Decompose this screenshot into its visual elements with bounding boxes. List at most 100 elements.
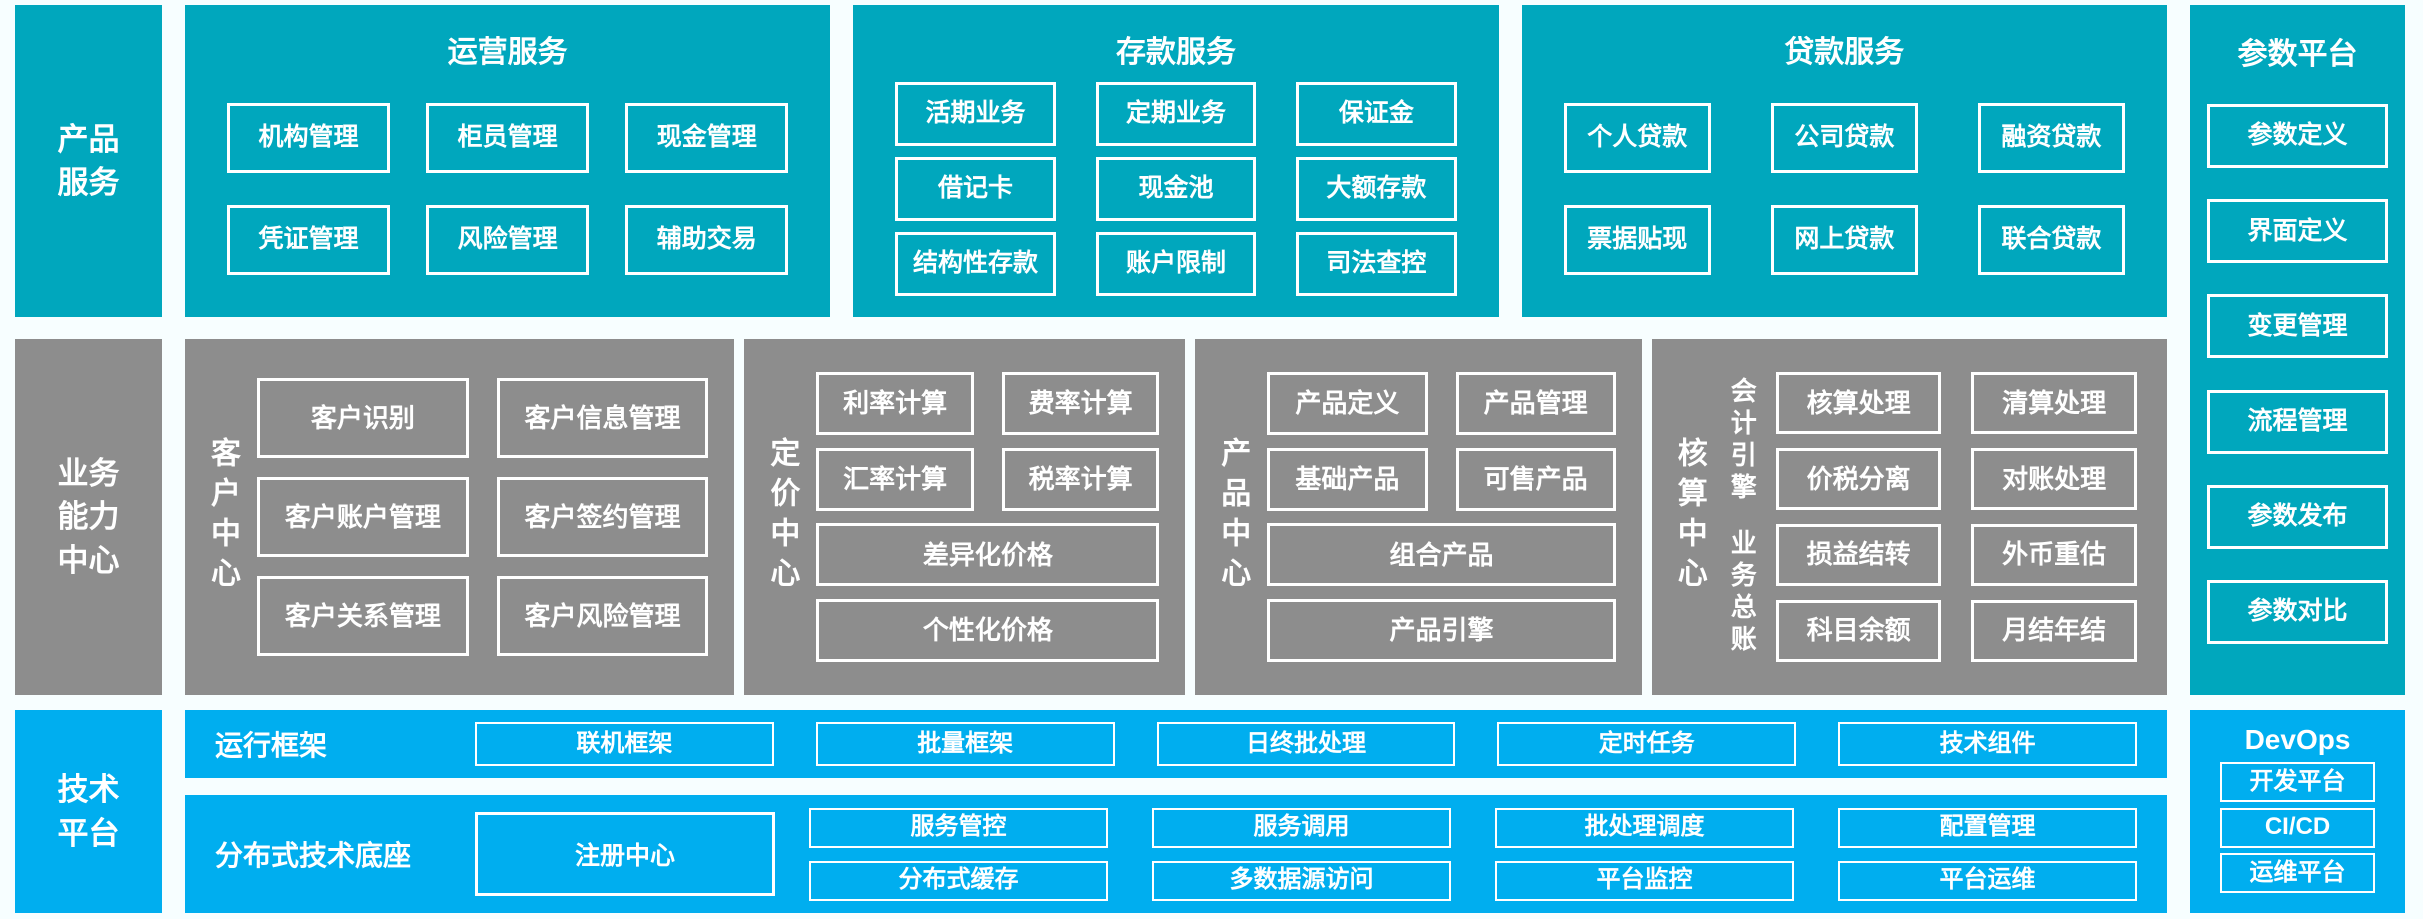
subgroup-business-ledger: 业务总账 损益结转外币重估科目余额月结年结	[1724, 523, 2137, 662]
loan-modules: 个人贷款公司贷款融资贷款票据贴现网上贷款联合贷款	[1563, 71, 2125, 307]
module-box: 机构管理	[227, 103, 391, 173]
module-box: 客户签约管理	[496, 477, 709, 557]
technology-platform-rows: 运行框架 联机框架批量框架日终批处理定时任务技术组件 分布式技术底座 注册中心 …	[185, 710, 2167, 913]
pricing-center-label: 定价中心	[765, 437, 799, 597]
group-accounting-center: 核算中心 会计引擎 核算处理清算处理价税分离对账处理 业务总账 损益结转外币重估…	[1651, 339, 2167, 695]
module-box: 月结年结	[1971, 599, 2137, 662]
pricing-modules: 利率计算费率计算汇率计算税率计算差异化价格个性化价格	[816, 359, 1160, 675]
module-box: 组合产品	[1267, 523, 1616, 587]
module-box: 客户信息管理	[496, 378, 709, 458]
module-box: 账户限制	[1095, 232, 1257, 296]
module-box: 客户风险管理	[496, 576, 709, 656]
business-ledger-modules: 损益结转外币重估科目余额月结年结	[1775, 523, 2137, 662]
runtime-modules: 联机框架批量框架日终批处理定时任务技术组件	[475, 722, 2137, 766]
module-box: 凭证管理	[227, 205, 391, 275]
module-box: 现金池	[1095, 157, 1257, 221]
subgroup-accounting-engine: 会计引擎 核算处理清算处理价税分离对账处理	[1724, 372, 2137, 511]
module-box: 分布式缓存	[809, 860, 1108, 901]
module-box: 外币重估	[1971, 523, 2137, 586]
module-box: 票据贴现	[1563, 205, 1711, 275]
row-runtime-framework: 运行框架 联机框架批量框架日终批处理定时任务技术组件	[185, 710, 2167, 778]
accounting-engine-modules: 核算处理清算处理价税分离对账处理	[1775, 372, 2137, 511]
distributed-modules: 服务管控 服务调用 批处理调度 配置管理分布式缓存 多数据源访问 平台监控 平台运维	[809, 807, 2137, 901]
module-box: 技术组件	[1838, 722, 2137, 766]
module-box: 基础产品	[1267, 447, 1428, 511]
module-box: 保证金	[1296, 82, 1457, 146]
module-box: CI/CD	[2220, 807, 2375, 848]
module-box: 界面定义	[2207, 199, 2388, 264]
business-ledger-label: 业务总账	[1727, 528, 1758, 657]
module-box: 司法查控	[1296, 232, 1457, 296]
module-box: 服务调用	[1152, 807, 1451, 848]
module-box: 现金管理	[625, 103, 789, 173]
module-box: 税率计算	[1001, 447, 1160, 511]
group-operation-services: 运营服务 机构管理柜员管理现金管理凭证管理风险管理辅助交易	[185, 5, 831, 317]
deposit-modules: 活期业务定期业务保证金借记卡现金池大额存款结构性存款账户限制司法查控	[895, 71, 1457, 307]
module-box: 差异化价格	[816, 523, 1160, 587]
business-capability-row: 客户中心 客户识别客户信息管理客户账户管理客户签约管理客户关系管理客户风险管理 …	[185, 339, 2167, 695]
module-box: 利率计算	[816, 371, 974, 435]
module-box: 客户关系管理	[257, 576, 469, 656]
customer-center-label: 客户中心	[206, 437, 239, 597]
module-box: 配置管理	[1838, 807, 2137, 848]
product-modules: 产品定义产品管理基础产品可售产品组合产品产品引擎	[1267, 359, 1616, 675]
module-box: 费率计算	[1001, 371, 1160, 435]
module-box: 对账处理	[1971, 448, 2137, 511]
module-box: 平台运维	[1838, 860, 2137, 901]
module-box: 批处理调度	[1495, 807, 1794, 848]
group-title: 运营服务	[447, 36, 568, 69]
module-box: 大额存款	[1296, 157, 1457, 221]
product-services-row: 运营服务 机构管理柜员管理现金管理凭证管理风险管理辅助交易 存款服务 活期业务定…	[185, 5, 2167, 317]
module-box: 借记卡	[895, 157, 1056, 221]
registry-center-box: 注册中心	[475, 812, 775, 896]
module-box: 参数定义	[2207, 104, 2388, 169]
customer-modules: 客户识别客户信息管理客户账户管理客户签约管理客户关系管理客户风险管理	[257, 359, 709, 675]
module-box: 风险管理	[426, 205, 590, 275]
group-loan-services: 贷款服务 个人贷款公司贷款融资贷款票据贴现网上贷款联合贷款	[1521, 5, 2167, 317]
group-title: 存款服务	[1115, 36, 1236, 69]
module-box: 网上贷款	[1770, 205, 1918, 275]
module-box: 平台监控	[1495, 860, 1794, 901]
group-product-center: 产品中心 产品定义产品管理基础产品可售产品组合产品产品引擎	[1195, 339, 1642, 695]
module-box: 日终批处理	[1156, 722, 1456, 766]
accounting-subgroups: 会计引擎 核算处理清算处理价税分离对账处理 业务总账 损益结转外币重估科目余额月…	[1724, 359, 2137, 675]
group-pricing-center: 定价中心 利率计算费率计算汇率计算税率计算差异化价格个性化价格	[744, 339, 1186, 695]
module-box: 客户识别	[257, 378, 469, 458]
module-box: 产品引擎	[1267, 599, 1616, 663]
module-box: 产品定义	[1267, 371, 1428, 435]
module-box: 可售产品	[1455, 447, 1616, 511]
module-box: 公司贷款	[1770, 103, 1918, 173]
diagram-layout: 产品 服务 业务 能力 中心 技术 平台 运营服务 机构管理柜员管理现金管理凭证…	[15, 5, 2405, 913]
module-box: 多数据源访问	[1152, 860, 1451, 901]
module-box: 批量框架	[815, 722, 1115, 766]
module-box: 核算处理	[1775, 372, 1942, 435]
sidebar-business-capability: 业务 能力 中心	[15, 339, 162, 695]
module-box: 清算处理	[1971, 372, 2137, 435]
module-box: 个性化价格	[816, 599, 1160, 663]
module-box: 客户账户管理	[257, 477, 469, 557]
module-box: 个人贷款	[1563, 103, 1711, 173]
module-box: 服务管控	[809, 807, 1108, 848]
group-customer-center: 客户中心 客户识别客户信息管理客户账户管理客户签约管理客户关系管理客户风险管理	[185, 339, 735, 695]
module-box: 柜员管理	[426, 103, 590, 173]
panel-parameter-platform: 参数平台 参数定义界面定义变更管理流程管理参数发布参数对比	[2190, 5, 2405, 695]
module-box: 联机框架	[475, 722, 774, 766]
module-box: 汇率计算	[816, 447, 974, 511]
module-box: 运维平台	[2220, 853, 2375, 894]
sidebar-product-services: 产品 服务	[15, 5, 162, 317]
parameter-platform-title: 参数平台	[2237, 38, 2358, 71]
distributed-base-label: 分布式技术底座	[215, 840, 412, 871]
module-box: 产品管理	[1455, 371, 1616, 435]
module-box: 活期业务	[895, 82, 1056, 146]
module-box: 科目余额	[1775, 599, 1942, 662]
module-box: 流程管理	[2207, 389, 2388, 454]
module-box: 定期业务	[1095, 82, 1257, 146]
runtime-framework-label: 运行框架	[215, 730, 328, 761]
module-box: 联合贷款	[1977, 205, 2125, 275]
accounting-engine-label: 会计引擎	[1727, 377, 1758, 506]
sidebar-technology-platform: 技术 平台	[15, 710, 162, 913]
module-box: 参数发布	[2207, 484, 2388, 549]
